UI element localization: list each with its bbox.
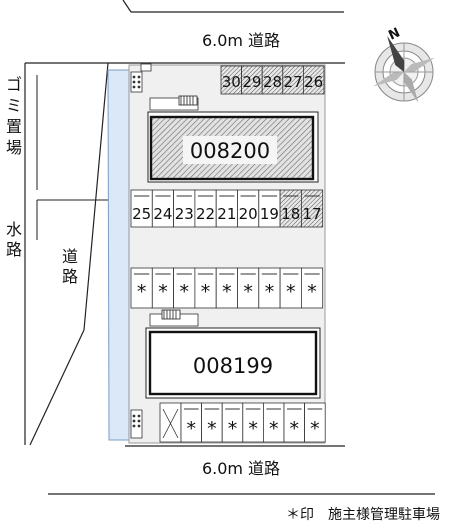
parking-bottom-row: * * * * * * * [159,402,326,443]
bottom-road-label: 6.0m 道路 [202,459,280,478]
no-parking-space [159,402,182,443]
parking-space-label: * [290,418,300,440]
parking-space-label: 17 [303,205,322,223]
no-parking-cross [162,408,179,439]
meter-box-bottom-dots [132,414,141,428]
building-2 [148,330,318,396]
parking-space-label: 22 [196,205,215,223]
parking-space-label: * [207,418,217,440]
parking-space-label: 19 [260,205,279,223]
legend: ＊印 施主様管理駐車場 [286,506,440,523]
west-road-edge [29,329,85,446]
top-road-label: 6.0m 道路 [202,31,280,50]
stair-icon-2 [161,309,181,320]
parking-space-label: * [187,418,197,440]
meter-box-bottom [130,409,143,439]
svg-text:道路: 道路 [62,247,78,286]
svg-text:水路: 水路 [6,220,22,259]
parking-space [300,189,324,228]
parking-space-label: 30 [222,73,241,91]
top-road-edge [122,0,132,13]
garbage-area-label: ゴミ置場 [6,75,22,157]
parking-space-label: * [180,281,190,303]
compass-icon [373,35,435,103]
parking-space-label: 24 [153,205,172,223]
parking-space-label: 25 [132,205,151,223]
parking-space-label: * [228,418,238,440]
waterway-band [107,69,131,441]
parking-space [300,267,324,309]
parking-space-label: * [158,281,168,303]
parking-space-label: * [286,281,296,303]
meter-box-top-dots [132,75,141,89]
stair-icon-1 [178,95,198,106]
parking-space-label: * [137,281,147,303]
parking-space-label: * [248,418,258,440]
parking-space [304,402,326,443]
building-1-label-bg [183,136,277,164]
parking-space-label: 21 [217,205,236,223]
meter-box-top [130,71,143,93]
parking-space-label: 26 [304,73,323,91]
parking-space-label: * [265,281,275,303]
parking-space-label: 29 [242,73,261,91]
parking-owner-row: * * * * * * * * * [130,267,324,309]
parking-space-label: 28 [263,73,282,91]
parking-space-label: 27 [284,73,303,91]
parking-space [302,65,325,95]
svg-text:ゴミ置場: ゴミ置場 [6,75,22,157]
small-box [140,63,152,72]
west-road-edge [83,62,109,331]
parking-space-label: 20 [239,205,258,223]
parking-space-label: 18 [281,205,300,223]
parking-space-label: * [201,281,211,303]
west-road-label: 道路 [62,247,78,286]
parking-space-label: * [310,418,320,440]
parking-space-label: 23 [175,205,194,223]
parking-space-label: * [269,418,279,440]
building-1-label: 008200 [190,139,270,163]
waterway-label: 水路 [6,220,22,259]
parking-space-label: * [222,281,232,303]
building-2-label: 008199 [193,354,273,378]
parking-space-label: * [307,281,317,303]
parking-space-label: * [243,281,253,303]
